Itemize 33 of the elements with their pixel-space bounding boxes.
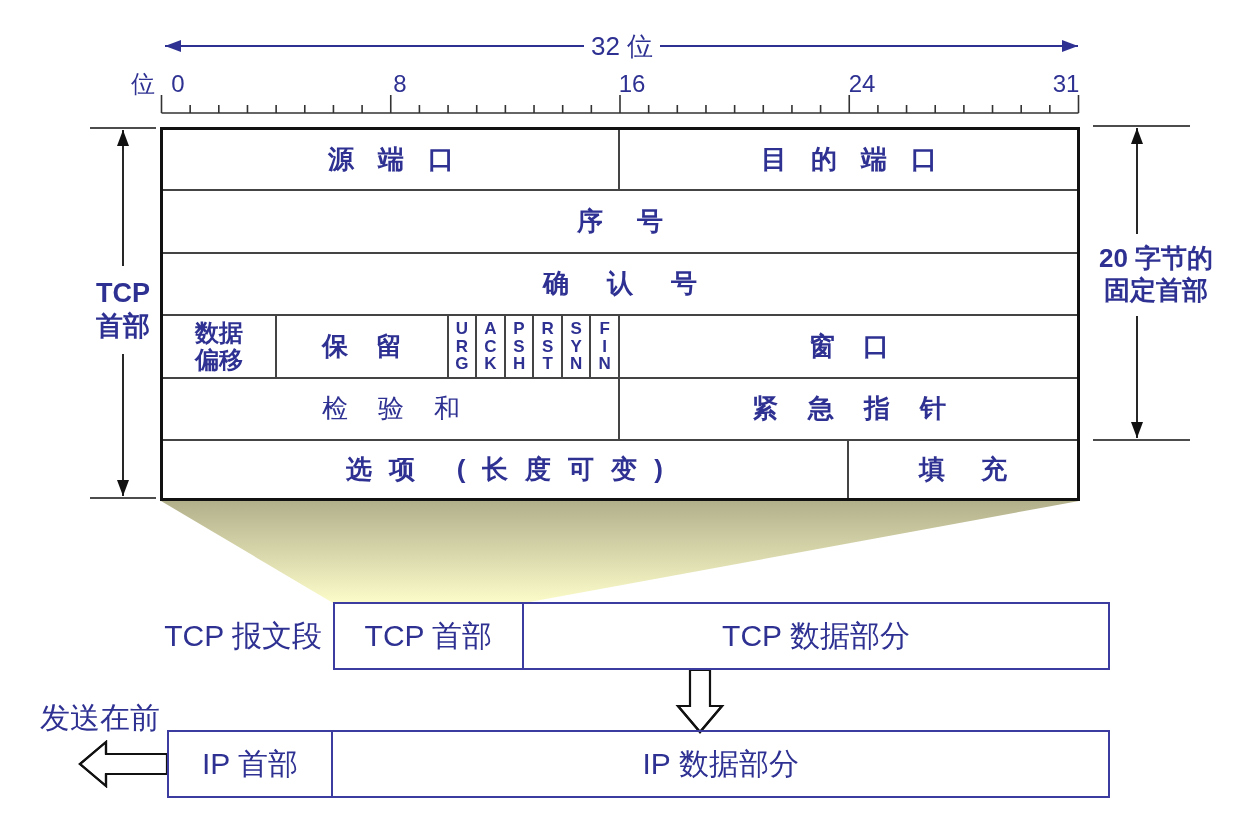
tick-label: 8 xyxy=(393,69,407,99)
tick-label: 16 xyxy=(618,69,646,99)
field-cell: 序号 xyxy=(163,191,1077,254)
dimension-label: 32 位 xyxy=(590,31,654,63)
tick-label: 31 xyxy=(1052,69,1080,99)
tick-label: 24 xyxy=(848,69,876,99)
flag-cell: ACK xyxy=(477,316,506,379)
unit-label: 位 xyxy=(131,69,155,99)
tick-label: 0 xyxy=(171,69,185,99)
field-cell: 检验和 xyxy=(163,379,620,441)
field-cell: 数据偏移 xyxy=(163,316,278,379)
field-cell: 保留 xyxy=(277,316,449,379)
segment-label: TCP 报文段 xyxy=(164,618,322,654)
datagram-field: IP 数据部分 xyxy=(333,732,1108,796)
flag-cell: RST xyxy=(534,316,563,379)
datagram-box xyxy=(167,730,1110,798)
field-cell: 确认号 xyxy=(163,254,1077,316)
flag-cell: SYN xyxy=(562,316,592,379)
flag-cell: FIN xyxy=(591,316,620,379)
segment-field: TCP 首部 xyxy=(335,604,524,668)
field-cell: 目的端口 xyxy=(620,130,1077,191)
segment-field: TCP 数据部分 xyxy=(524,604,1108,668)
flag-cell: PSH xyxy=(505,316,535,379)
dimension-label: 20 字节的固定首部 xyxy=(1097,243,1215,307)
dimension-label: TCP 首部 xyxy=(95,277,151,343)
field-cell: 填充 xyxy=(848,441,1077,498)
datagram-field: IP 首部 xyxy=(169,732,333,796)
expansion-funnel xyxy=(161,501,1079,603)
field-cell: 选项 (长度可变) xyxy=(163,441,849,498)
flag-cell: URG xyxy=(448,316,478,379)
field-cell: 紧急指针 xyxy=(620,379,1077,441)
field-cell: 源端口 xyxy=(163,130,620,191)
field-cell: 窗口 xyxy=(620,316,1077,379)
